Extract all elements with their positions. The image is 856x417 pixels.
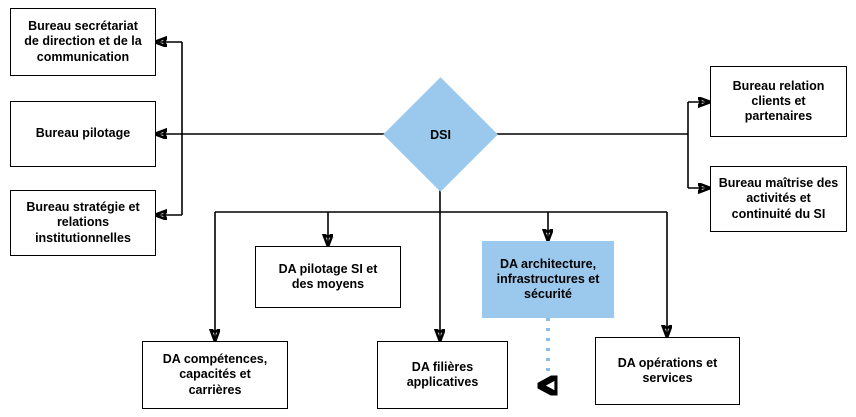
node-da-filieres[interactable]: DA filières applicatives	[377, 341, 508, 409]
node-bureau-secretariat[interactable]: Bureau secrétariat de direction et de la…	[10, 8, 156, 76]
node-da-operations[interactable]: DA opérations et services	[595, 337, 740, 405]
node-dsi[interactable]: DSI	[383, 77, 498, 192]
node-da-competences[interactable]: DA compétences, capacités et carrières	[142, 341, 288, 409]
node-bureau-pilotage[interactable]: Bureau pilotage	[10, 101, 156, 167]
node-da-pilotage-si[interactable]: DA pilotage SI et des moyens	[255, 246, 401, 308]
node-da-filieres-label: DA filières applicatives	[406, 359, 479, 389]
node-da-competences-label: DA compétences, capacités et carrières	[162, 352, 268, 397]
node-dsi-label: DSI	[430, 127, 451, 142]
node-bureau-relation-clients-label: Bureau relation clients et partenaires	[732, 78, 825, 124]
node-bureau-secretariat-label: Bureau secrétariat de direction et de la…	[24, 19, 142, 64]
node-bureau-strategie-label: Bureau stratégie et relations institutio…	[26, 200, 140, 245]
node-da-pilotage-si-label: DA pilotage SI et des moyens	[278, 261, 378, 291]
node-da-operations-label: DA opérations et services	[617, 355, 718, 385]
node-bureau-pilotage-label: Bureau pilotage	[35, 126, 131, 141]
node-da-architecture[interactable]: DA architecture, infrastructures et sécu…	[482, 241, 614, 318]
node-bureau-relation-clients[interactable]: Bureau relation clients et partenaires	[710, 66, 847, 137]
node-bureau-maitrise-label: Bureau maîtrise des activités et continu…	[718, 176, 839, 221]
node-da-architecture-label: DA architecture, infrastructures et sécu…	[496, 256, 600, 302]
node-bureau-maitrise[interactable]: Bureau maîtrise des activités et continu…	[710, 166, 847, 232]
node-bureau-strategie[interactable]: Bureau stratégie et relations institutio…	[10, 190, 156, 256]
